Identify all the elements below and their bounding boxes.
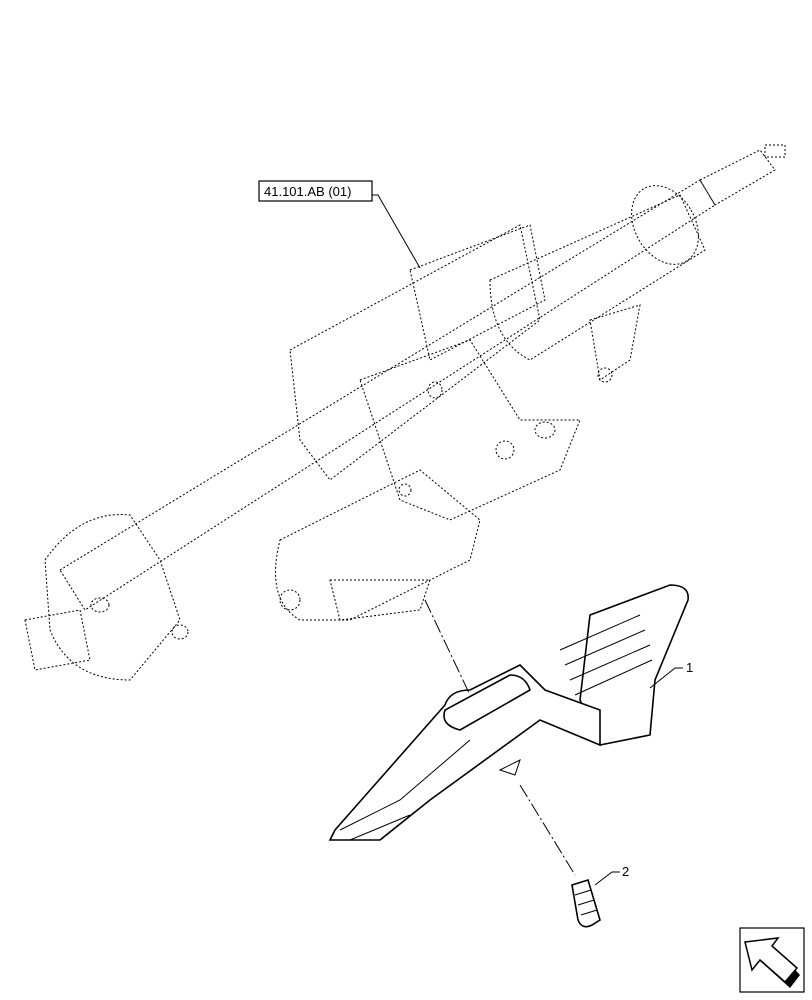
assembly-centerlines bbox=[424, 599, 576, 876]
reference-label[interactable]: 41.101.AB (01) bbox=[258, 180, 421, 269]
steering-column-reference bbox=[24, 144, 786, 681]
callout-1[interactable]: 1 bbox=[649, 660, 693, 689]
part-1-pedal-pad bbox=[328, 584, 689, 841]
callout-1-number: 1 bbox=[686, 660, 693, 675]
part-2-bolt bbox=[571, 878, 601, 928]
reference-label-text: 41.101.AB (01) bbox=[264, 184, 351, 199]
callout-2-number: 2 bbox=[622, 864, 629, 879]
previous-view-arrow-icon[interactable] bbox=[739, 927, 805, 993]
callout-2[interactable]: 2 bbox=[594, 864, 629, 886]
